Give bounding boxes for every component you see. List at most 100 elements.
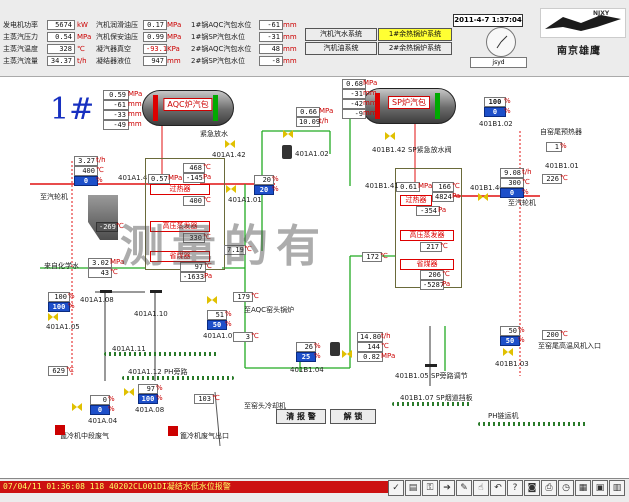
sp-tag-102: 401B1.02 — [479, 120, 513, 128]
label-safety-oil: 汽机保安油压 — [96, 33, 138, 41]
sp-right-a-unit-1: ℃ — [522, 178, 530, 186]
damper-icon[interactable] — [55, 425, 65, 435]
aqc-tag-111: 401A1.11 — [112, 345, 146, 353]
company-logo: NJXY — [540, 8, 626, 38]
sp-chain-conveyor — [392, 402, 472, 406]
value-main-pressure: 0.54 — [47, 32, 75, 42]
save-icon[interactable]: ▣ — [592, 480, 608, 496]
aqc-right-unit-0: MPa — [319, 107, 334, 115]
label-main-flow: 主蒸汽流量 — [3, 57, 38, 65]
sp-right-226-unit: ℃ — [560, 174, 568, 182]
sp-right-0: 100 — [484, 97, 506, 107]
aqc-box4-1: 100 — [138, 394, 158, 404]
label-aqc1-level: 1#锅AQC汽包水位 — [191, 21, 252, 29]
aqc-a04-valve-icon[interactable] — [72, 403, 82, 411]
sp-stack-0: 0.68 — [342, 79, 366, 89]
sp-emergency-tag: 401B1.42 SP紧急放水阀 — [372, 146, 452, 154]
pen-icon[interactable]: ✎ — [456, 480, 472, 496]
aqc-right-0: 0.66 — [296, 107, 320, 117]
logo-text: NJXY — [593, 10, 610, 17]
sp-top-unit-0: MPa — [418, 182, 433, 190]
value-vacuum: -93.1 — [143, 44, 167, 54]
panel-icon[interactable]: ▥ — [609, 480, 625, 496]
sp-left-val: 172 — [362, 252, 382, 262]
key-icon[interactable]: ⚿ — [422, 480, 438, 496]
grid-icon[interactable]: ▦ — [575, 480, 591, 496]
sp-sup-r: 4824 — [432, 192, 454, 202]
aqc-top-valve-icon[interactable] — [283, 130, 293, 138]
undo-icon[interactable]: ↶ — [490, 480, 506, 496]
value-gen-power: 5674 — [47, 20, 75, 30]
history-clock-icon[interactable]: ◷ — [558, 480, 574, 496]
aqc-eco-unit-1: Pa — [204, 272, 213, 280]
feed-valve-icon[interactable] — [342, 350, 352, 358]
nav-turbine-water-button[interactable]: 汽机汽水系统 — [305, 28, 377, 41]
sp-stack-unit-1: mm — [363, 89, 377, 97]
sp-right-a-1: 300 — [500, 178, 524, 188]
sp-top-unit-2: Pa — [438, 206, 447, 214]
aqc-mid-unit: ℃ — [244, 245, 252, 253]
aqc-emergency-valve-icon[interactable] — [225, 140, 235, 148]
arrow-right-icon[interactable]: ➔ — [439, 480, 455, 496]
sp-b03-valve-icon[interactable] — [503, 348, 513, 356]
sp-main-steam-valve-icon[interactable] — [478, 193, 488, 201]
check-icon[interactable]: ✓ — [388, 480, 404, 496]
print-icon[interactable]: ⎙ — [541, 480, 557, 496]
aqc-a08-valve-icon[interactable] — [124, 388, 134, 396]
unit-sp2-level: mm — [283, 57, 297, 65]
aqc-a07-valve-icon[interactable] — [207, 296, 217, 304]
aqc-val103-unit: ℃ — [212, 394, 220, 402]
aqc-stack-unit-1: mm — [128, 100, 142, 108]
sp-evap-unit: ℃ — [440, 242, 448, 250]
aqc-tag-a04: 401A.04 — [88, 417, 118, 425]
aqc-chain-conveyor-2 — [122, 376, 234, 380]
aqc-box3-unit-0: % — [108, 395, 115, 403]
unit-lube-oil: MPa — [167, 21, 182, 29]
clear-alarm-button[interactable]: 清 报 警 — [276, 409, 326, 424]
question-icon[interactable]: ? — [507, 480, 523, 496]
aqc-box2-1: 50 — [207, 320, 227, 330]
aqc-main-steam-valve-icon[interactable] — [226, 185, 236, 193]
damper-icon-2[interactable] — [168, 426, 178, 436]
aqc-sup-t-0: 468 — [183, 163, 205, 173]
list-icon[interactable]: ▤ — [405, 480, 421, 496]
aqc-left-a-1: 400 — [74, 166, 98, 176]
sp-eco-unit-1: Pa — [442, 280, 451, 288]
aqc-val3: 3 — [233, 332, 253, 342]
aqc-stack-unit-2: mm — [128, 110, 142, 118]
sp-emergency-valve-icon[interactable] — [385, 132, 395, 140]
aqc-left-a-unit-0: t/h — [96, 156, 106, 164]
aqc-a05-valve-icon[interactable] — [48, 313, 58, 321]
unlock-button[interactable]: 解 锁 — [330, 409, 376, 424]
aqc-box1-unit-1: % — [68, 302, 75, 310]
aqc-stack-2: -33 — [103, 110, 129, 120]
nav-boiler1-button[interactable]: 1#余热锅炉系统 — [378, 28, 452, 41]
eagle-logo-icon — [545, 15, 621, 31]
nav-boiler2-button[interactable]: 2#余热锅炉系统 — [378, 42, 452, 55]
aqc-gate-1 — [100, 290, 112, 293]
alarm-banner[interactable]: 07/04/11 01:36:08 118 40202CL001DI凝结水低水位… — [0, 481, 389, 493]
aqc-val103: 103 — [194, 394, 214, 404]
sp-superheater: 过热器 — [400, 195, 432, 206]
camera-icon[interactable]: ◙ — [524, 480, 540, 496]
aqc-drum-label: AQC炉汽包 — [163, 98, 213, 111]
aqc-feed-1: 43 — [88, 268, 112, 278]
aqc-val179: 179 — [233, 292, 253, 302]
feed-pump-actuator-icon — [330, 342, 340, 356]
aqc-actuator-icon — [282, 145, 292, 159]
hand-icon[interactable]: ☝ — [473, 480, 489, 496]
sp-drum: SP炉汽包 — [362, 88, 456, 124]
label-vacuum: 凝汽器真空 — [96, 45, 131, 53]
value-lube-oil: 0.17 — [143, 20, 167, 30]
to-aqc-label: 至AQC窑头锅炉 — [244, 306, 295, 314]
sp-tag-104: 401B1.04 — [290, 366, 324, 374]
sp-right-unit-0: % — [504, 97, 511, 105]
header-panel: 发电机功率 5674 kW 主蒸汽压力 0.54 MPa 主蒸汽温度 328 ℃… — [0, 0, 629, 77]
value-aqc2-level: 48 — [259, 44, 283, 54]
value-cond-level: 947 — [143, 56, 167, 66]
aqc-drum: AQC炉汽包 — [142, 90, 234, 126]
cooler-mid-label: 篦冷机中段废气 — [60, 432, 109, 440]
nav-turbine-oil-button[interactable]: 汽机油系统 — [305, 42, 377, 55]
unit-gen-power: kW — [77, 21, 88, 29]
